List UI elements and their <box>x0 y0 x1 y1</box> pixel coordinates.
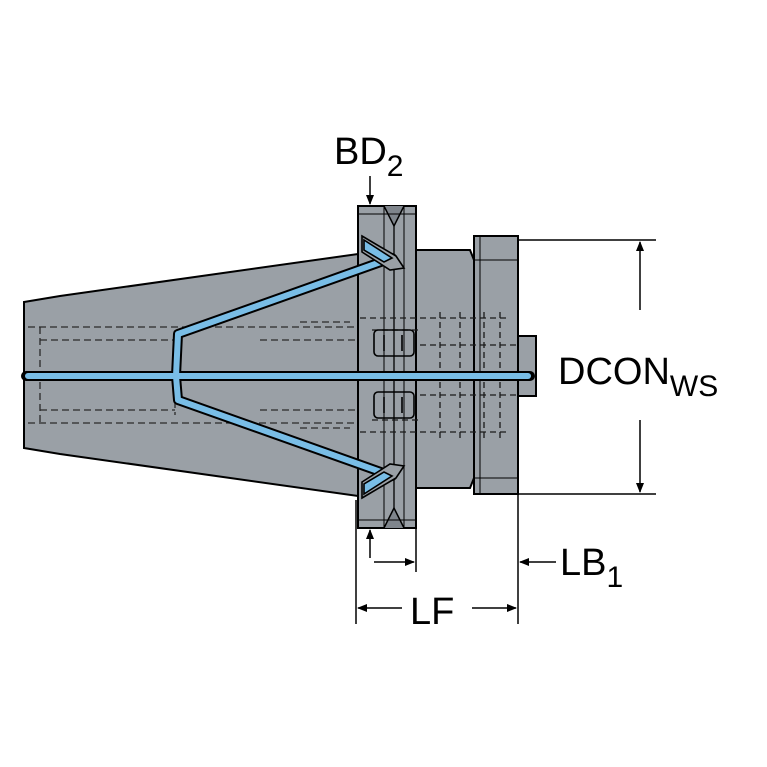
coolant-nozzles <box>361 234 406 500</box>
dcon-dimension <box>518 239 656 495</box>
neck <box>415 249 475 489</box>
label-lb1: LB1 <box>560 542 623 594</box>
coolant-channels <box>21 253 535 481</box>
front-cylinder <box>473 235 519 495</box>
label-lf: LF <box>410 591 454 633</box>
lb1-dimension <box>517 494 556 624</box>
label-dcon-ws: DCONWS <box>558 351 718 403</box>
front-nose <box>517 335 537 397</box>
label-bd2: BD2 <box>334 131 403 183</box>
internal-screws <box>373 329 415 419</box>
flange-width-dimension <box>355 500 417 624</box>
